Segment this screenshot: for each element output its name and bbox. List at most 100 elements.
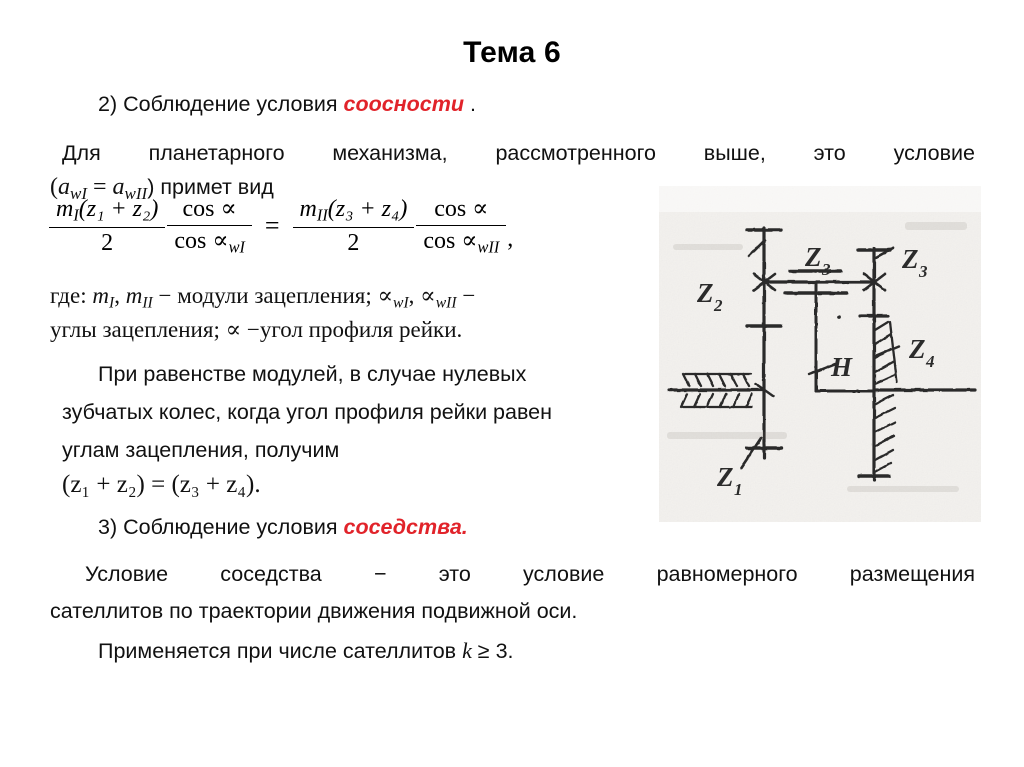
formula-right-terms: (z₃ + z₄): [327, 196, 408, 222]
label-z4: Z 4: [908, 334, 935, 371]
where-alpha-1-sub: wI: [393, 294, 409, 312]
page-title: Тема 6: [463, 36, 561, 69]
svg-text:4: 4: [925, 352, 935, 371]
paragraph-4: Применяется при числе сателлитов k ≥ 3.: [98, 632, 514, 670]
where-desc-2: углы зацепления;: [50, 317, 226, 342]
where-alpha-2-sub: wII: [435, 294, 457, 312]
paragraph-4-prefix: Применяется при числе сателлитов: [98, 639, 463, 663]
formula-left-cos-fraction: cos ∝ cos ∝wI: [167, 196, 252, 257]
paragraph-1-line-1: Для планетарного механизма, рассмотренно…: [62, 141, 975, 165]
paper-highlight-top: [659, 186, 981, 212]
where-label: где:: [50, 283, 93, 308]
label-h: H: [830, 352, 853, 382]
paragraph-2-line-1: При равенстве модулей, в случае нулевых: [98, 362, 527, 386]
where-sep-1: ,: [114, 283, 126, 308]
ground-hatching-lower-left: [679, 392, 754, 409]
svg-text:Z: Z: [901, 244, 919, 274]
svg-text:H: H: [830, 352, 853, 382]
formula-right-cos-denominator: cos ∝wII: [416, 224, 507, 257]
list-item-2: 2) Соблюдение условия соосности .: [98, 85, 476, 123]
scan-smudges: [667, 222, 967, 492]
list-item-3-emphasis: соседства.: [343, 515, 468, 539]
paragraph-2-line-2: зубчатых колес, когда угол профиля рейки…: [62, 400, 552, 424]
svg-text:Z: Z: [804, 242, 822, 272]
where-alpha-1: ∝: [377, 283, 394, 308]
ring-gear-hatching-lower: [873, 393, 897, 474]
list-item-2-prefix: 2) Соблюдение условия: [98, 92, 344, 116]
gear-z1-leader: [739, 436, 763, 470]
paragraph-2-line-3: углам зацепления, получим: [62, 438, 340, 462]
where-sep-2: ,: [408, 283, 421, 308]
list-item-2-suffix: .: [464, 92, 476, 116]
svg-text:Z: Z: [716, 462, 734, 492]
where-m1-sub: I: [108, 294, 115, 312]
svg-text:Z: Z: [696, 278, 714, 308]
formula-trailing-comma: ,: [507, 225, 514, 252]
formula-left-numerator: mI(z₁ + z₂): [49, 196, 165, 227]
main-formula: mI(z₁ + z₂) 2 cos ∝ cos ∝wI = mII(z₃ + z…: [48, 196, 513, 257]
paragraph-1-var-a2-sub: wII: [124, 183, 148, 203]
where-m2: m: [125, 283, 143, 308]
paragraph-4-var-k: k: [462, 638, 472, 663]
formula-left-m: m: [56, 196, 74, 222]
formula-equals-sign: =: [264, 211, 280, 241]
right-shaft-hub-mark-b: [862, 272, 887, 292]
axis-center-dot: [837, 315, 841, 319]
where-line-2: углы зацепления; ∝ −угол профиля рейки.: [50, 311, 462, 349]
paragraph-1-var-a2: a: [112, 174, 125, 200]
formula-right-m-sub: II: [316, 205, 328, 225]
where-desc-3: −угол профиля рейки.: [241, 317, 463, 342]
label-z1: Z 1: [716, 462, 743, 499]
list-item-2-emphasis: соосности: [343, 92, 465, 116]
where-dash-1: −: [456, 283, 476, 308]
paragraph-4-suffix: ≥ 3.: [471, 639, 514, 663]
formula-left-cos-numerator: cos ∝: [182, 196, 237, 222]
formula-left-terms: (z₁ + z₂): [78, 196, 159, 222]
paragraph-2-formula: (z₁ + z₂) = (z₃ + z₄).: [62, 471, 261, 498]
formula-right-m: m: [299, 196, 317, 222]
label-z3-left: Z 3: [804, 242, 831, 279]
svg-text:Z: Z: [908, 334, 926, 364]
svg-text:2: 2: [713, 296, 723, 315]
where-alpha-3: ∝: [225, 317, 242, 342]
paragraph-1-equals: =: [87, 174, 113, 200]
formula-right-denominator: 2: [292, 226, 415, 257]
formula-left-cos-den-sub: wI: [228, 237, 245, 257]
paragraph-1-line-2: (awI = awII) примет вид: [50, 168, 274, 213]
formula-left-fraction: mI(z₁ + z₂) 2: [49, 196, 166, 257]
formula-right-cos-den-text: cos ∝: [423, 227, 478, 254]
paragraph-1-line-2-suffix: ) примет вид: [147, 175, 274, 199]
formula-right-numerator: mII(z₃ + z₄): [293, 196, 415, 227]
formula-right-cos-fraction: cos ∝ cos ∝wII: [416, 196, 507, 257]
paragraph-3-line-2: сателлитов по траектории движения подвиж…: [50, 599, 578, 623]
svg-text:3: 3: [918, 262, 928, 281]
paragraph-1-paren-open: (: [50, 174, 58, 200]
formula-left-cos-denominator: cos ∝wI: [167, 224, 252, 257]
gear-z3b-leader: [873, 246, 895, 260]
label-z2: Z 2: [696, 278, 723, 315]
paragraph-1-var-a1: a: [58, 174, 70, 200]
ring-gear-hatching-upper: [873, 320, 899, 386]
list-item-3-prefix: 3) Соблюдение условия: [98, 515, 344, 539]
formula-right-fraction: mII(z₃ + z₄) 2: [292, 196, 415, 257]
paragraph-1-var-a1-sub: wI: [70, 183, 87, 203]
ground-hatching-upper-left: [681, 372, 753, 388]
gear-z2-leader: [747, 238, 767, 258]
formula-right-cos-den-sub: wII: [477, 237, 500, 257]
where-alpha-2: ∝: [420, 283, 436, 308]
where-m1: m: [92, 283, 109, 308]
diagram-ink: [667, 226, 977, 482]
diagram-labels: Z 2 Z 3 Z 3 Z 4 H: [696, 242, 935, 499]
svg-text:1: 1: [734, 480, 743, 499]
list-item-3: 3) Соблюдение условия соседства.: [98, 508, 468, 546]
formula-left-m-sub: I: [73, 205, 79, 225]
formula-left-cos-den-text: cos ∝: [174, 227, 229, 254]
paragraph-3-line-1: Условие соседства − это условие равномер…: [85, 562, 975, 586]
formula-left-denominator: 2: [49, 226, 166, 257]
kinematic-diagram-figure: Z 2 Z 3 Z 3 Z 4 H: [659, 186, 981, 522]
where-line-1: где: mI, mII − модули зацепления; ∝wI, ∝…: [50, 277, 475, 322]
formula-right-cos-numerator: cos ∝: [434, 196, 489, 222]
kinematic-diagram-svg: Z 2 Z 3 Z 3 Z 4 H: [659, 186, 981, 522]
label-z3-right: Z 3: [901, 244, 928, 281]
